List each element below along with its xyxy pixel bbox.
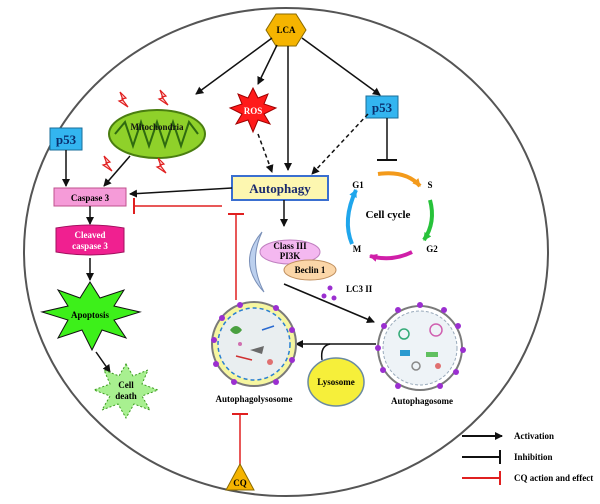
p53-right-label: p53 [372, 100, 393, 115]
phase-g1: G1 [352, 180, 364, 190]
ros-node: ROS [228, 86, 278, 134]
phase-s: S [427, 180, 432, 190]
autophagolysosome-label: Autophagolysosome [215, 394, 292, 404]
autophagosome-node [375, 302, 466, 391]
dashed-p53-to-autophagy [311, 113, 369, 175]
apoptosis-node: Apoptosis [40, 281, 142, 352]
legend-inhibition-label: Inhibition [514, 452, 553, 462]
phase-m: M [353, 244, 362, 254]
beclin1-node: Beclin 1 [283, 259, 337, 281]
cq-node: CQ [225, 462, 255, 491]
autophagosome-label: Autophagosome [391, 396, 453, 406]
legend-cq-label: CQ action and effect [514, 473, 593, 483]
caspase3-label: Caspase 3 [71, 193, 110, 203]
ros-label: ROS [244, 106, 263, 116]
mitochondria-node: Mitochondria [108, 109, 206, 159]
lc3-dots [321, 285, 337, 301]
class3-pi3k-node: Class III PI3K [259, 239, 321, 265]
legend-activation-label: Activation [514, 431, 554, 441]
arrow-apoptosis-to-celldeath [95, 351, 111, 373]
phase-g2: G2 [426, 244, 438, 254]
class3-line2: PI3K [280, 251, 301, 261]
p53-right-node: p53 [365, 95, 399, 119]
celldeath-line2: death [115, 391, 137, 401]
arrow-mitochondria-to-caspase3 [103, 155, 131, 187]
cell-cycle-node: Cell cycle G1 S G2 M [345, 171, 438, 262]
cell-cycle-label: Cell cycle [366, 209, 411, 221]
caspase3-node: Caspase 3 [53, 187, 127, 207]
apoptosis-label: Apoptosis [71, 310, 110, 320]
autophagy-label: Autophagy [249, 181, 311, 196]
cleaved-line2: caspase 3 [72, 241, 108, 251]
cq-label: CQ [233, 478, 247, 488]
phagophore-icon [249, 231, 265, 293]
cell-death-node: Cell death [92, 363, 160, 420]
legend: Activation Inhibition CQ action and effe… [462, 431, 593, 485]
dashed-ros-to-autophagy [257, 133, 274, 173]
p53-left-node: p53 [49, 127, 83, 151]
class3-line1: Class III [273, 241, 307, 251]
beclin1-label: Beclin 1 [295, 265, 326, 275]
lysosome-node: Lysosome [307, 357, 365, 407]
lightning-icons [101, 89, 169, 174]
mitochondria-label: Mitochondria [131, 122, 184, 132]
lc3-label: LC3 II [346, 284, 373, 294]
arrow-lysosome-to-fusion [320, 343, 331, 361]
lca-node: LCA [265, 13, 307, 47]
arrow-lca-to-mitochondria [195, 37, 273, 95]
arrow-to-autophagosome [283, 283, 375, 323]
arrow-lca-to-p53-right [301, 37, 381, 96]
cleaved-line1: Cleaved [75, 230, 106, 240]
lca-label: LCA [276, 25, 296, 35]
autophagy-node: Autophagy [231, 175, 329, 201]
arrow-autophagy-to-caspase3 [129, 187, 233, 198]
arrow-lca-to-ros [257, 44, 278, 85]
cell-membrane [23, 7, 549, 497]
autophagolysosome-node [211, 301, 297, 387]
celldeath-line1: Cell [118, 380, 134, 390]
cleaved-caspase3-node: Cleaved caspase 3 [55, 224, 125, 256]
p53-left-label: p53 [56, 132, 77, 147]
lysosome-label: Lysosome [317, 377, 355, 387]
